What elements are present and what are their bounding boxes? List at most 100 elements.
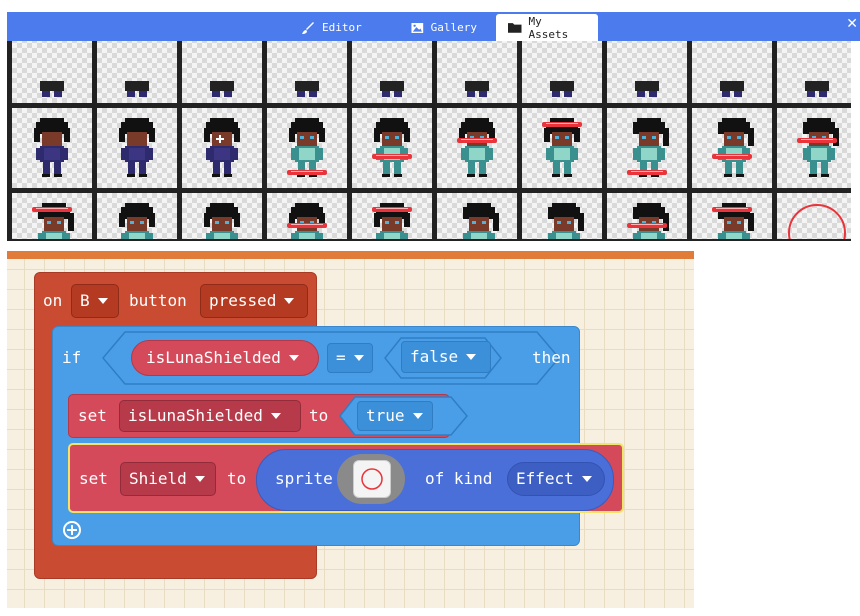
asset-cell[interactable] [267,41,347,103]
boolean-dropdown-true[interactable]: true [357,401,433,431]
to-label: to [227,469,247,488]
boolean-dropdown-false[interactable]: false [401,341,491,373]
chevron-down-icon [288,355,299,361]
chevron-down-icon [270,413,281,419]
asset-cell[interactable] [12,41,92,103]
asset-cell[interactable] [437,108,517,188]
asset-grid [7,41,851,239]
asset-cell[interactable] [437,41,517,103]
kind-value: Effect [516,469,574,488]
set-shield-sprite-block[interactable]: set Shield to sprite of kind Effect [68,443,624,513]
sprite-thumbnail [372,118,412,177]
tab-label: My Assets [528,14,569,41]
asset-cell[interactable] [607,41,687,103]
on-label: on [43,291,63,310]
tab-gallery[interactable]: Gallery [399,14,489,41]
asset-cell[interactable] [607,193,687,239]
variable-name: isLunaShielded [146,348,281,367]
sprite-thumbnail [542,118,582,177]
chevron-down-icon [466,354,477,360]
sprite-thumbnail [797,118,839,177]
folder-icon [508,23,522,33]
sprite-thumbnail [548,203,584,239]
set-isLunaShielded-block[interactable]: set isLunaShielded to true [68,394,468,438]
asset-cell[interactable] [97,193,177,239]
sprite-thumbnail [805,81,829,97]
sprite-thumbnail [380,81,404,97]
asset-cell[interactable] [777,41,851,103]
sprite-thumbnail [788,204,846,239]
button-dropdown[interactable]: B [71,284,119,318]
sprite-thumbnail [465,81,489,97]
create-sprite-block[interactable]: sprite of kind Effect [256,449,614,511]
asset-cell[interactable] [522,193,602,239]
variable-dropdown[interactable]: Shield [120,462,216,496]
if-label: if [62,348,82,367]
sprite-label: sprite [275,469,333,488]
operator-value: = [336,348,346,367]
add-icon[interactable] [62,520,82,540]
asset-cell[interactable] [692,108,772,188]
asset-cell[interactable] [267,108,347,188]
chevron-down-icon [284,298,295,304]
asset-cell[interactable] [182,193,262,239]
sprite-thumbnail [119,118,155,177]
tab-label: Gallery [430,21,477,34]
sprite-thumbnail [457,118,497,177]
sprite-thumbnail [204,203,240,239]
asset-cell[interactable] [352,193,432,239]
boolean-value: true [366,406,405,425]
sprite-thumbnail [463,203,499,239]
asset-cell[interactable] [182,108,262,188]
asset-cell[interactable] [352,41,432,103]
asset-cell[interactable] [692,193,772,239]
chevron-down-icon [581,476,592,482]
chevron-down-icon [412,413,423,419]
close-icon[interactable]: ✕ [846,16,858,32]
brush-icon [302,21,314,34]
sprite-thumbnail [712,203,754,239]
sprite-thumbnail [204,118,240,177]
variable-name: Shield [129,469,187,488]
variable-dropdown[interactable]: isLunaShielded [119,400,301,432]
sprite-thumbnail [119,203,155,239]
asset-cell[interactable] [777,193,851,239]
image-picker[interactable] [337,454,405,504]
variable-reporter-isLunaShielded[interactable]: isLunaShielded [131,340,319,376]
asset-cell[interactable] [12,193,92,239]
asset-cell[interactable] [692,41,772,103]
sprite-thumbnail [34,118,70,177]
event-dropdown[interactable]: pressed [200,284,308,318]
to-label: to [309,406,329,425]
event-value: pressed [209,291,277,310]
set-label: set [79,469,108,488]
set-label: set [78,406,107,425]
kind-dropdown[interactable]: Effect [507,462,605,496]
asset-cell[interactable] [607,108,687,188]
of-kind-label: of kind [425,469,493,488]
asset-cell[interactable] [97,108,177,188]
asset-cell[interactable] [777,108,851,188]
image-icon [411,22,424,33]
button-value: B [80,291,90,310]
tab-my-assets[interactable]: My Assets [496,14,598,41]
sprite-thumbnail [40,81,64,97]
sprite-thumbnail [295,81,319,97]
operator-dropdown[interactable]: = [327,343,373,373]
asset-gallery [7,41,851,239]
asset-cell[interactable] [522,108,602,188]
sprite-thumbnail [32,203,74,239]
asset-cell[interactable] [352,108,432,188]
tab-editor[interactable]: Editor [289,14,379,41]
chevron-down-icon [97,298,108,304]
asset-cell[interactable] [437,193,517,239]
asset-cell[interactable] [182,41,262,103]
sprite-thumbnail [712,118,754,177]
sprite-thumbnail [635,81,659,97]
asset-cell[interactable] [97,41,177,103]
asset-cell[interactable] [12,108,92,188]
asset-cell[interactable] [267,193,347,239]
asset-editor-topbar: Editor Gallery My Assets ✕ [7,12,860,41]
boolean-value: false [410,347,459,366]
asset-cell[interactable] [522,41,602,103]
